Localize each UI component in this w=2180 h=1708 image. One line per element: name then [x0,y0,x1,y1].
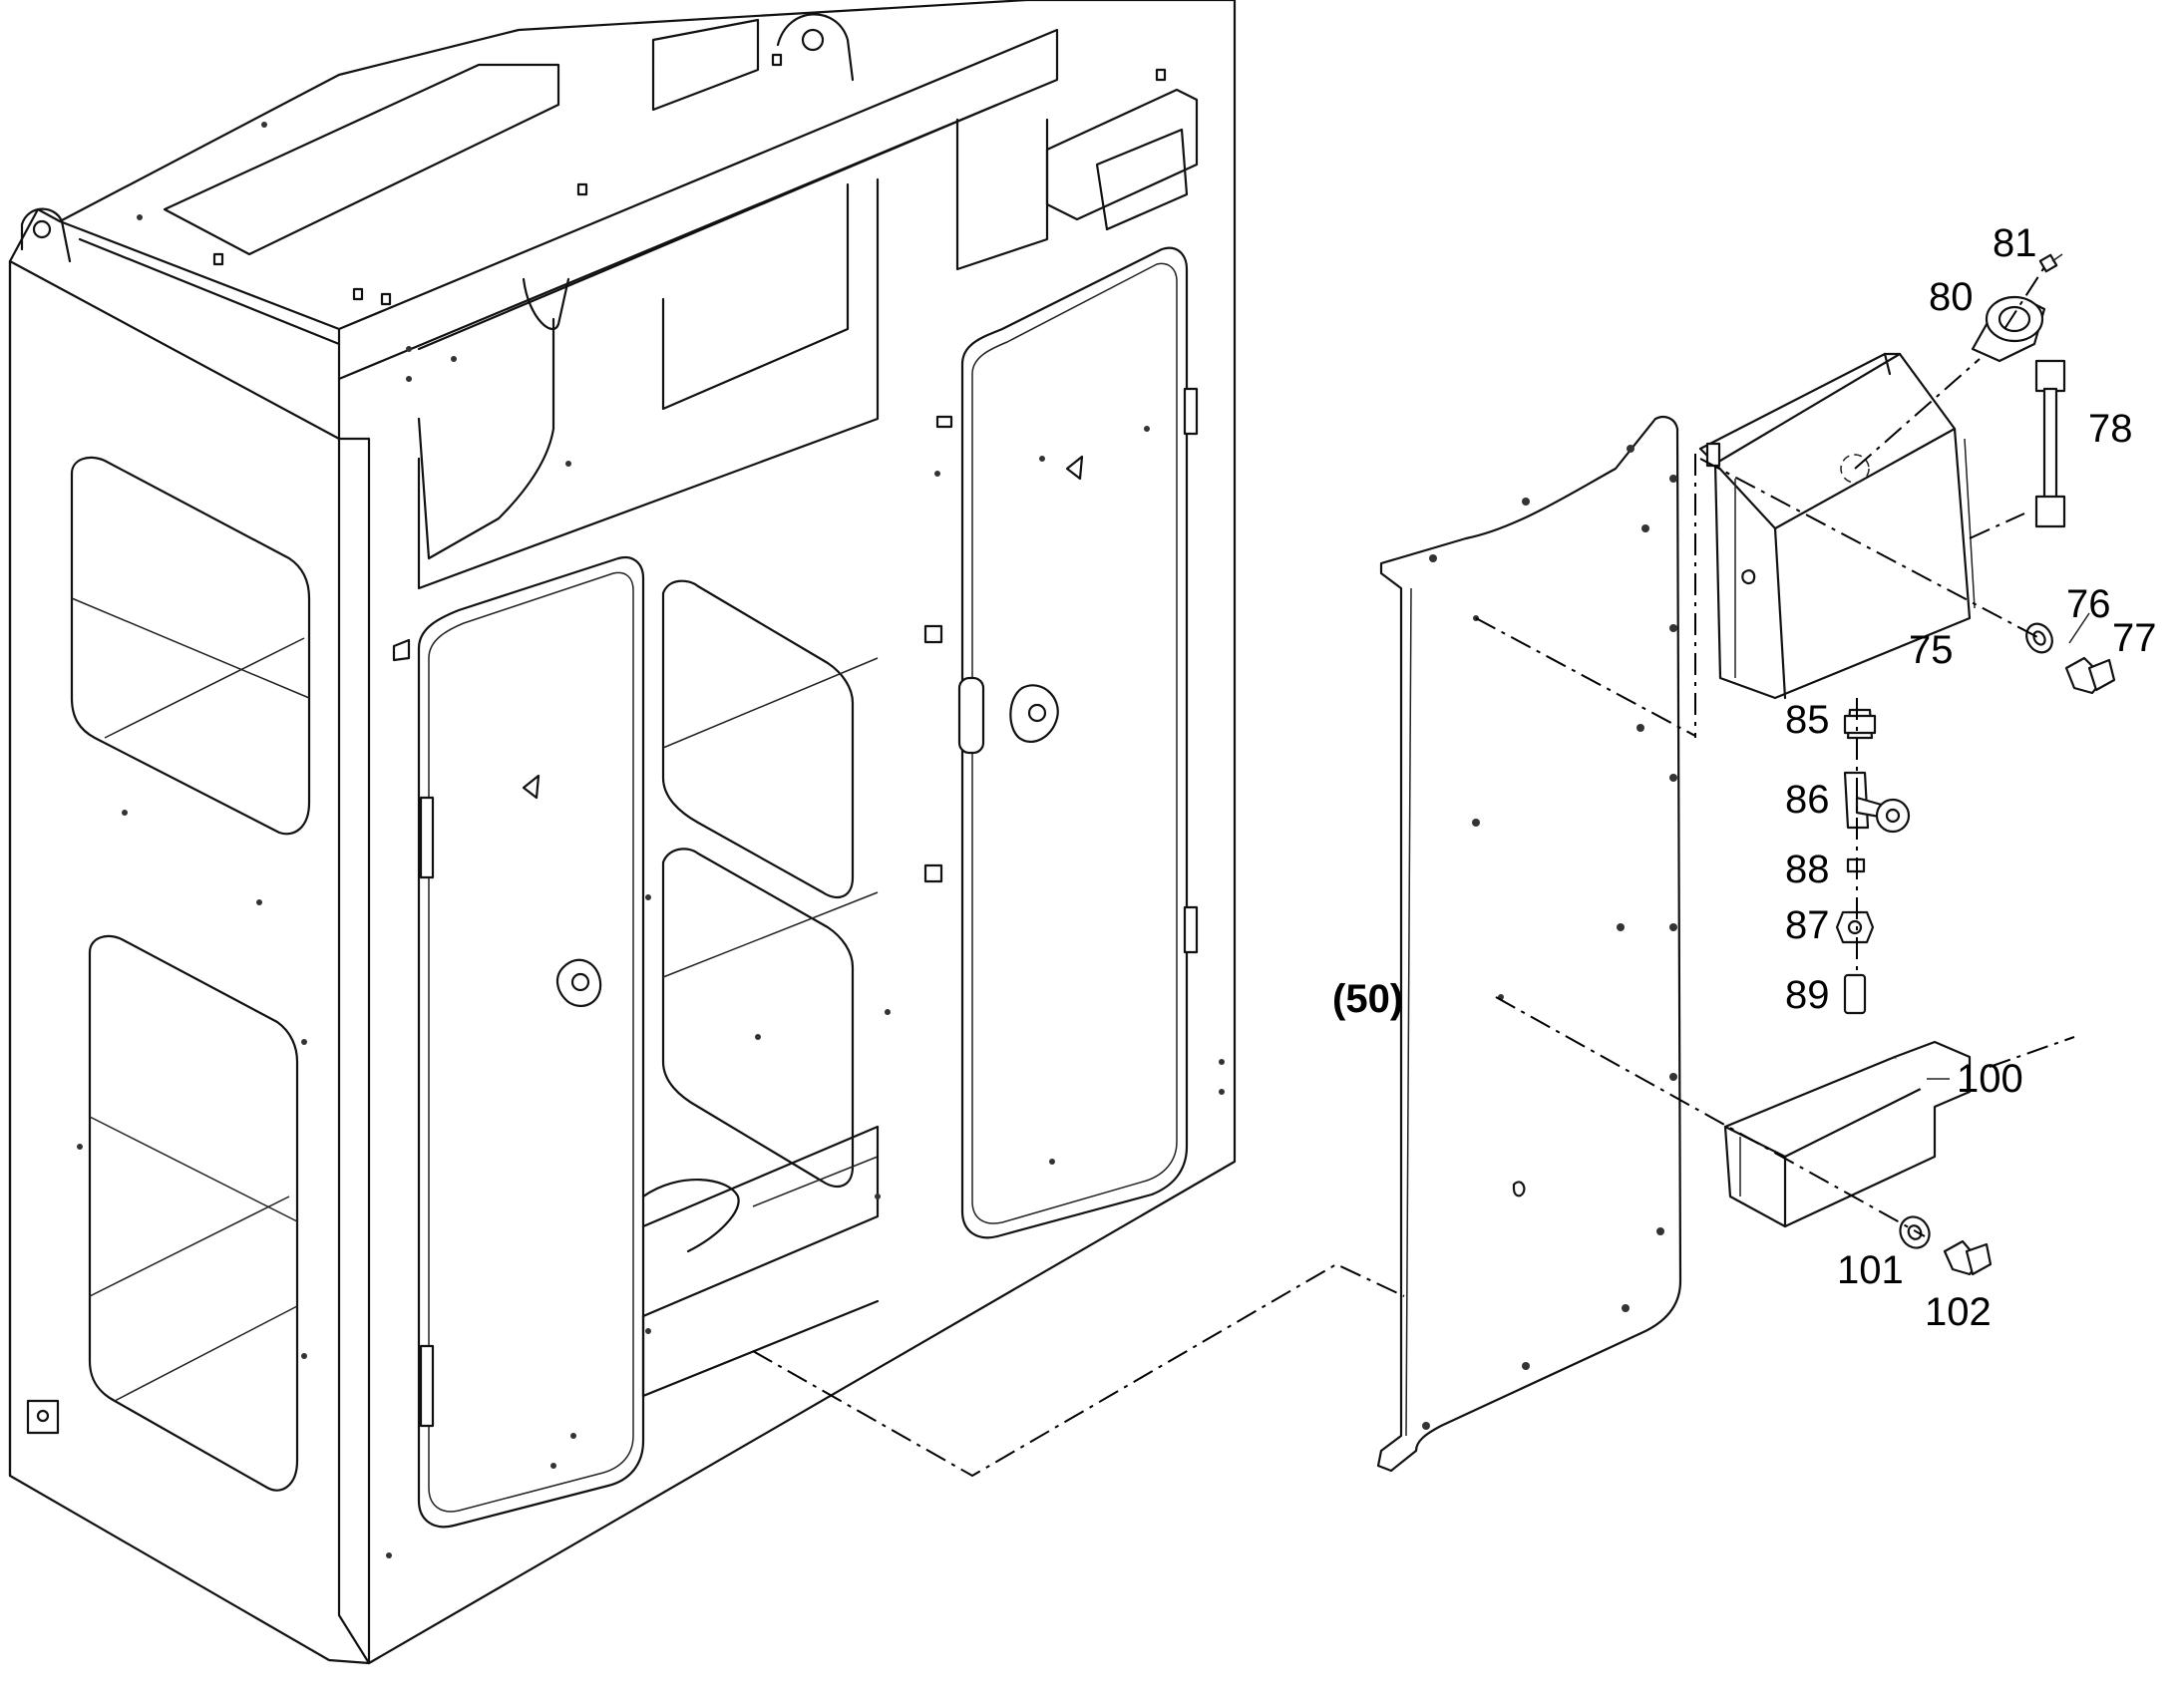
callout-87: 87 [1785,903,1830,947]
level-gauge-78 [2034,359,2066,528]
bolt-77 [2064,656,2116,695]
washer-76 [2025,622,2053,654]
leader-lines [1927,253,2090,1080]
callout-76: 76 [2066,582,2111,626]
callout-81: 81 [1993,221,2037,265]
panel-50 [1376,415,1682,1473]
frame-assembly [8,0,1237,1665]
tank-75 [1698,352,1976,700]
tube-89 [1843,973,1867,1015]
tray-100 [1723,1040,1972,1228]
callout-85: 85 [1785,698,1830,742]
callout-102: 102 [1925,1290,1992,1334]
callout-77: 77 [2112,616,2157,660]
washer-101 [1899,1215,1931,1249]
valve-86 [1843,771,1911,834]
callout-80: 80 [1929,275,1974,319]
filler-cap-80 [1971,295,2046,363]
callout-89: 89 [1785,973,1830,1017]
callout-78: 78 [2088,407,2133,451]
nut-87 [1835,910,1875,944]
callout-86: 86 [1785,778,1830,822]
callout-75: 75 [1909,628,1954,672]
callout-100: 100 [1957,1057,2023,1101]
assembly-lines [752,266,2075,1478]
fitting-85 [1843,708,1877,740]
callout-88: 88 [1785,848,1830,891]
callout-101: 101 [1837,1248,1904,1292]
bolt-102 [1943,1239,1993,1276]
callout-assembly-50: (50) [1332,977,1404,1021]
